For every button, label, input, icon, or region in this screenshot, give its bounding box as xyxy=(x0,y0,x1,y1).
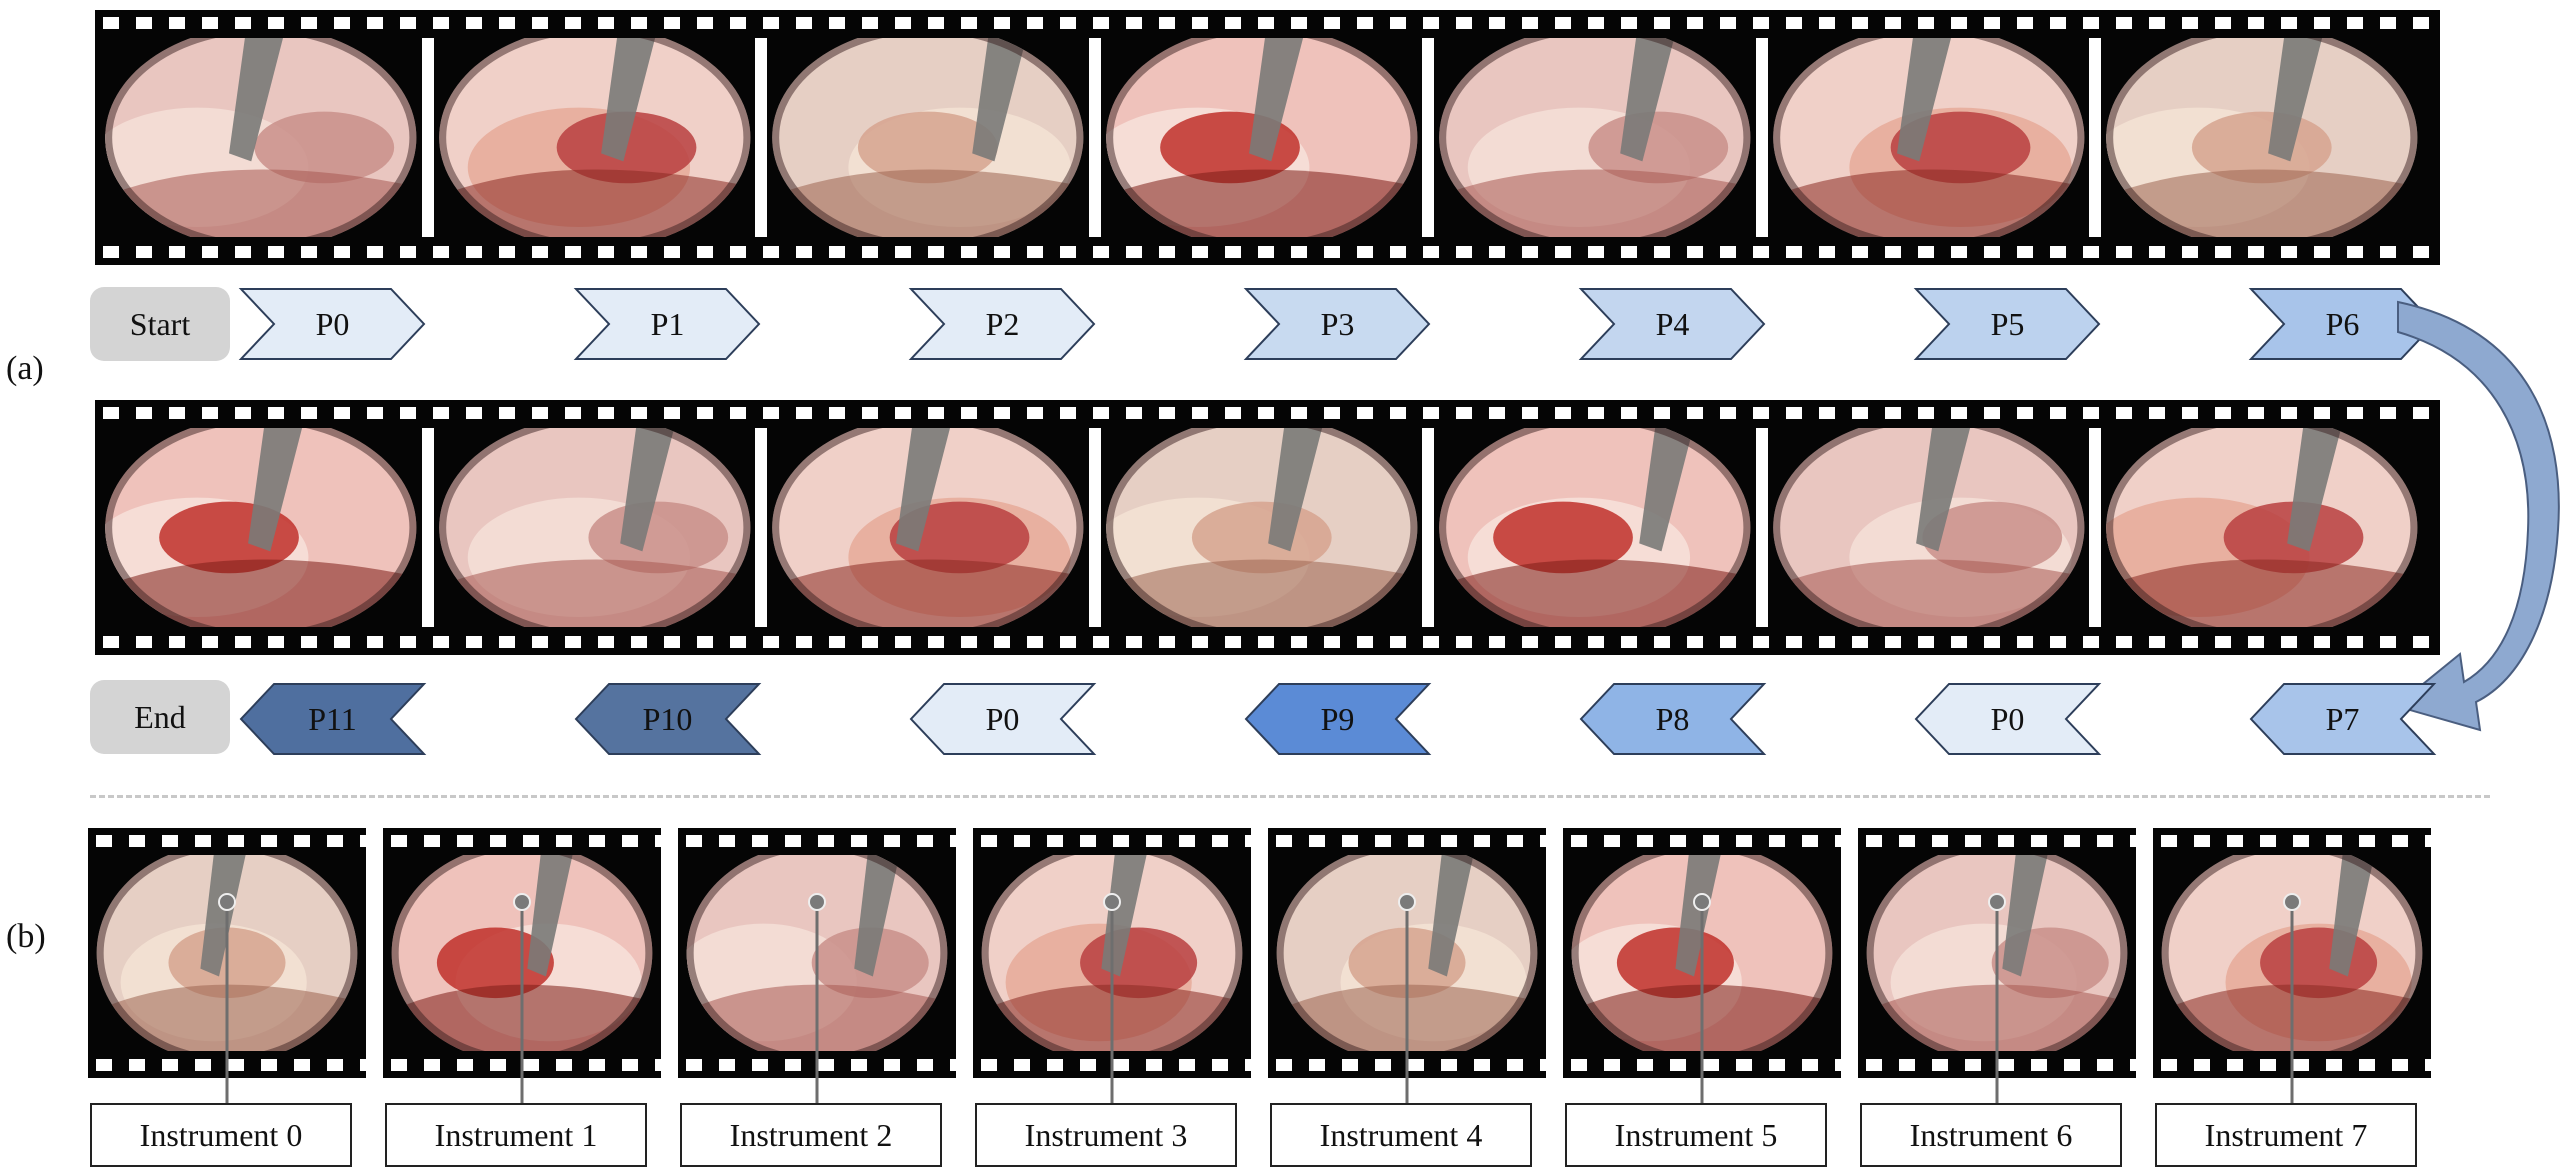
instrument-film-frame xyxy=(1563,828,1841,1078)
phase-label: P4 xyxy=(1655,305,1690,342)
surgical-video-frame xyxy=(2103,38,2421,237)
instrument-pointer xyxy=(808,893,826,1118)
sprocket-holes xyxy=(95,407,2440,419)
phase-arrow-p7: P7 xyxy=(2249,683,2437,755)
phase-label: P0 xyxy=(315,305,350,342)
phase-arrow-p0: P0 xyxy=(238,288,426,360)
instrument-label-1: Instrument 1 xyxy=(385,1103,647,1167)
instrument-pointer xyxy=(1693,893,1711,1118)
phase-label: P10 xyxy=(642,700,693,737)
frame-separator xyxy=(1422,38,1435,237)
instrument-pointer xyxy=(218,893,236,1118)
label-b: (b) xyxy=(6,918,46,955)
phase-label: P5 xyxy=(1990,305,2025,342)
film-strip-row2 xyxy=(95,400,2440,655)
frame-separator xyxy=(421,38,434,237)
frame-separator xyxy=(755,428,768,627)
sprocket-holes xyxy=(2153,835,2431,847)
frame-separator xyxy=(1755,38,1768,237)
phase-label: P11 xyxy=(308,700,357,737)
sprocket-holes xyxy=(95,636,2440,648)
end-box: End xyxy=(90,680,230,754)
frame-separator xyxy=(1755,428,1768,627)
phase-arrow-p10: P10 xyxy=(574,683,762,755)
instrument-label-2: Instrument 2 xyxy=(680,1103,942,1167)
film-strip-row1 xyxy=(95,10,2440,265)
phase-label: P0 xyxy=(985,700,1020,737)
sprocket-holes xyxy=(973,835,1251,847)
phase-arrow-p3: P3 xyxy=(1243,288,1431,360)
instrument-label-3: Instrument 3 xyxy=(975,1103,1237,1167)
phase-label: P9 xyxy=(1320,700,1355,737)
frame-separator xyxy=(1088,38,1101,237)
instrument-label-7: Instrument 7 xyxy=(2155,1103,2417,1167)
surgical-video-frame xyxy=(2103,428,2421,627)
surgical-video-frame xyxy=(1436,38,1754,237)
instrument-pointer xyxy=(1103,893,1121,1118)
frame-separator xyxy=(1088,428,1101,627)
surgical-video-frame xyxy=(102,428,420,627)
phase-label: P1 xyxy=(650,305,685,342)
phase-arrow-p8: P8 xyxy=(1579,683,1767,755)
sprocket-holes xyxy=(1268,835,1546,847)
phase-arrow-p4: P4 xyxy=(1578,288,1766,360)
frame-separator xyxy=(421,428,434,627)
instrument-label-4: Instrument 4 xyxy=(1270,1103,1532,1167)
phase-arrow-p5: P5 xyxy=(1913,288,2101,360)
instrument-label-6: Instrument 6 xyxy=(1860,1103,2122,1167)
surgical-video-frame xyxy=(1770,38,2088,237)
phase-arrow-p0: P0 xyxy=(909,683,1097,755)
frame-separator xyxy=(1422,428,1435,627)
phase-arrow-p1: P1 xyxy=(573,288,761,360)
sprocket-holes xyxy=(95,246,2440,258)
instrument-pointer xyxy=(513,893,531,1118)
connector-arrow xyxy=(2393,300,2560,732)
phase-label: P3 xyxy=(1320,305,1355,342)
surgical-video-frame xyxy=(1770,428,2088,627)
phase-arrow-p2: P2 xyxy=(908,288,1096,360)
phase-arrow-p6: P6 xyxy=(2248,288,2436,360)
phase-label: P2 xyxy=(985,305,1020,342)
surgical-video-frame xyxy=(1103,38,1421,237)
surgical-video-frame xyxy=(436,428,754,627)
phase-arrow-p9: P9 xyxy=(1244,683,1432,755)
sprocket-holes xyxy=(1858,835,2136,847)
surgical-video-frame xyxy=(1436,428,1754,627)
frame-separator xyxy=(2089,428,2102,627)
phase-label: P6 xyxy=(2325,305,2360,342)
phase-label: P7 xyxy=(2325,700,2360,737)
surgical-video-frame xyxy=(769,428,1087,627)
phase-label: P0 xyxy=(1990,700,2025,737)
surgical-video-frame xyxy=(1103,428,1421,627)
surgical-video-frame xyxy=(102,38,420,237)
frame-separator xyxy=(755,38,768,237)
sprocket-holes xyxy=(1563,835,1841,847)
instrument-pointer xyxy=(1398,893,1416,1118)
instrument-pointer xyxy=(2283,893,2301,1118)
sprocket-holes xyxy=(88,835,366,847)
phase-arrow-p11: P11 xyxy=(239,683,427,755)
surgical-video-frame xyxy=(769,38,1087,237)
sprocket-holes xyxy=(678,835,956,847)
surgical-video-frame xyxy=(436,38,754,237)
instrument-pointer xyxy=(1988,893,2006,1118)
phase-arrow-p0: P0 xyxy=(1914,683,2102,755)
instrument-label-0: Instrument 0 xyxy=(90,1103,352,1167)
sprocket-holes xyxy=(95,17,2440,29)
instrument-label-5: Instrument 5 xyxy=(1565,1103,1827,1167)
frame-separator xyxy=(2089,38,2102,237)
phase-label: P8 xyxy=(1655,700,1690,737)
sprocket-holes xyxy=(383,835,661,847)
start-box: Start xyxy=(90,287,230,361)
label-a: (a) xyxy=(6,350,44,387)
section-divider xyxy=(90,795,2490,798)
